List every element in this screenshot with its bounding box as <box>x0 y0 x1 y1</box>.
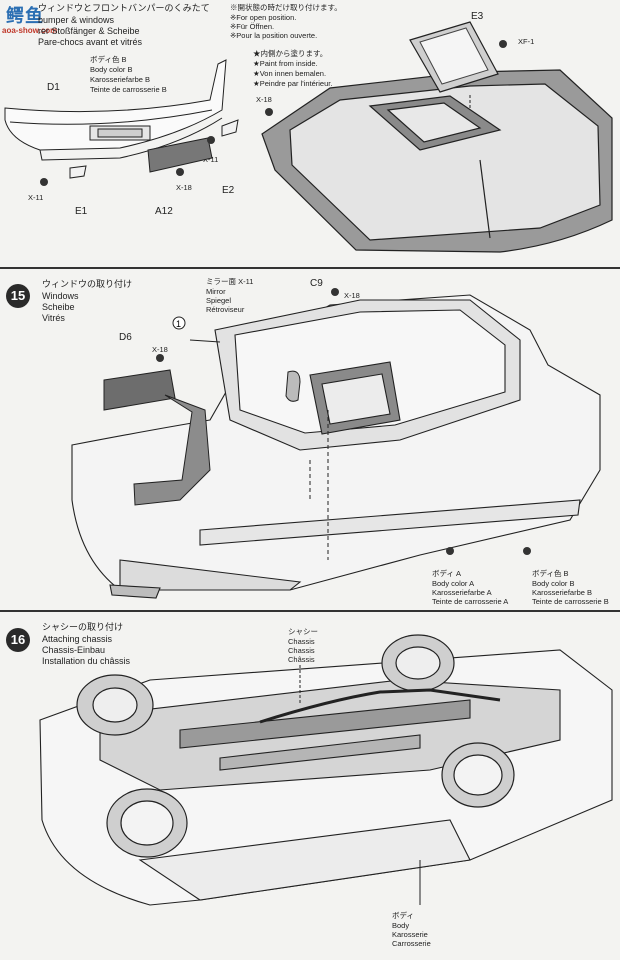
open-note-en: ※For open position. <box>230 13 297 22</box>
chassis-note-de: Chassis <box>288 646 315 655</box>
color-b15-fr: Teinte de carrosserie B <box>532 597 609 606</box>
part-x11b: X-11 <box>203 155 219 164</box>
paint-note-en: ★Paint from inside. <box>253 59 318 68</box>
open-note-jp: ※開状態の時だけ取り付けます。 <box>230 3 342 12</box>
divider-2 <box>0 610 620 612</box>
part-c9: C9 <box>310 278 323 289</box>
color-b-de: Karosseriefarbe B <box>90 75 151 84</box>
step16-title-fr: Installation du châssis <box>42 656 131 666</box>
part-x11a: X-11 <box>28 193 44 202</box>
color-b-fr: Teinte de carrosserie B <box>90 85 167 94</box>
step15-title-de: Scheibe <box>42 302 75 312</box>
open-note-fr: ※Pour la position ouverte. <box>230 31 318 40</box>
step15-title-en: Windows <box>42 291 79 301</box>
mirror-note-de: Spiegel <box>206 296 232 305</box>
paint-note-jp: ★内側から塗ります。 <box>253 49 328 58</box>
paint-note-de: ★Von innen bemalen. <box>253 69 327 78</box>
mirror-note-en: Mirror <box>206 287 226 296</box>
watermark-brand: 鳄鱼 <box>6 6 44 26</box>
part-x18a: X-18 <box>176 183 192 192</box>
part-d6: D6 <box>119 332 132 343</box>
color-a-fr: Teinte de carrosserie A <box>432 597 509 606</box>
step16-title-en: Attaching chassis <box>42 634 113 644</box>
divider-1 <box>0 267 620 269</box>
step14-title-fr: Pare-chocs avant et vitrés <box>38 37 143 47</box>
part-d1: D1 <box>47 82 60 93</box>
part-x18b: X-18 <box>256 95 272 104</box>
mirror-note-jp: ミラー面 X-11 <box>206 277 254 286</box>
license-plate-a12 <box>147 137 213 173</box>
part-x18-d6: X-18 <box>152 345 168 354</box>
step16-title-de: Chassis-Einbau <box>42 645 106 655</box>
part-a12: A12 <box>155 206 173 217</box>
body-note-jp: ボディ <box>392 911 414 920</box>
part-xf1: XF-1 <box>518 37 535 46</box>
wheels <box>76 634 515 858</box>
step15-title-jp: ウィンドウの取り付け <box>42 279 133 289</box>
part-x18-c9: X-18 <box>344 291 360 300</box>
chassis-note-fr: Châssis <box>288 655 315 664</box>
body-note-fr: Carrosserie <box>392 939 431 948</box>
canopy-e8 <box>261 69 613 253</box>
color-b15-jp: ボディ色 B <box>532 569 569 578</box>
watermark-logo: 鳄鱼 aoa-show.com <box>0 0 70 48</box>
bumper-drawing <box>4 59 227 161</box>
step14-title-de: rer Stoßfänger & Scheibe <box>38 26 140 36</box>
mirror-note-fr: Rétroviseur <box>206 305 245 314</box>
dashboard-d6 <box>103 369 176 411</box>
light-e2 <box>221 119 239 137</box>
body-note-de: Karosserie <box>392 930 428 939</box>
body-note-en: Body <box>392 921 410 930</box>
open-note-de: ※Für Öffnen. <box>230 22 275 31</box>
step-15-number: 15 <box>6 284 30 308</box>
step16-title-jp: シャシーの取り付け <box>42 622 124 632</box>
step15-title-fr: Vitrés <box>42 313 65 323</box>
chassis-note-en: Chassis <box>288 637 315 646</box>
step14-title-jp: ウィンドウとフロントバンパーのくみたて <box>38 3 210 13</box>
part-e2: E2 <box>222 185 235 196</box>
paint-note-fr: ★Peindre par l'intérieur. <box>253 79 333 88</box>
light-e1 <box>69 165 87 179</box>
color-b15-en: Body color B <box>532 579 575 588</box>
color-b-jp: ボディ色 B <box>90 55 127 64</box>
watermark-url: aoa-show.com <box>2 26 58 35</box>
step14-title-en: bumper & windows <box>38 15 115 25</box>
color-b-en: Body color B <box>90 65 133 74</box>
part-e3: E3 <box>471 11 484 22</box>
part-e1: E1 <box>75 206 88 217</box>
mirror-c9 <box>285 370 301 402</box>
color-a-en: Body color A <box>432 579 475 588</box>
step-marker-1: 1 <box>176 319 181 329</box>
color-b15-de: Karosseriefarbe B <box>532 588 593 597</box>
step-16-number: 16 <box>6 628 30 652</box>
color-a-jp: ボディ A <box>432 569 462 578</box>
chassis-note-jp: シャシー <box>288 627 318 636</box>
color-a-de: Karosseriefarbe A <box>432 588 492 597</box>
